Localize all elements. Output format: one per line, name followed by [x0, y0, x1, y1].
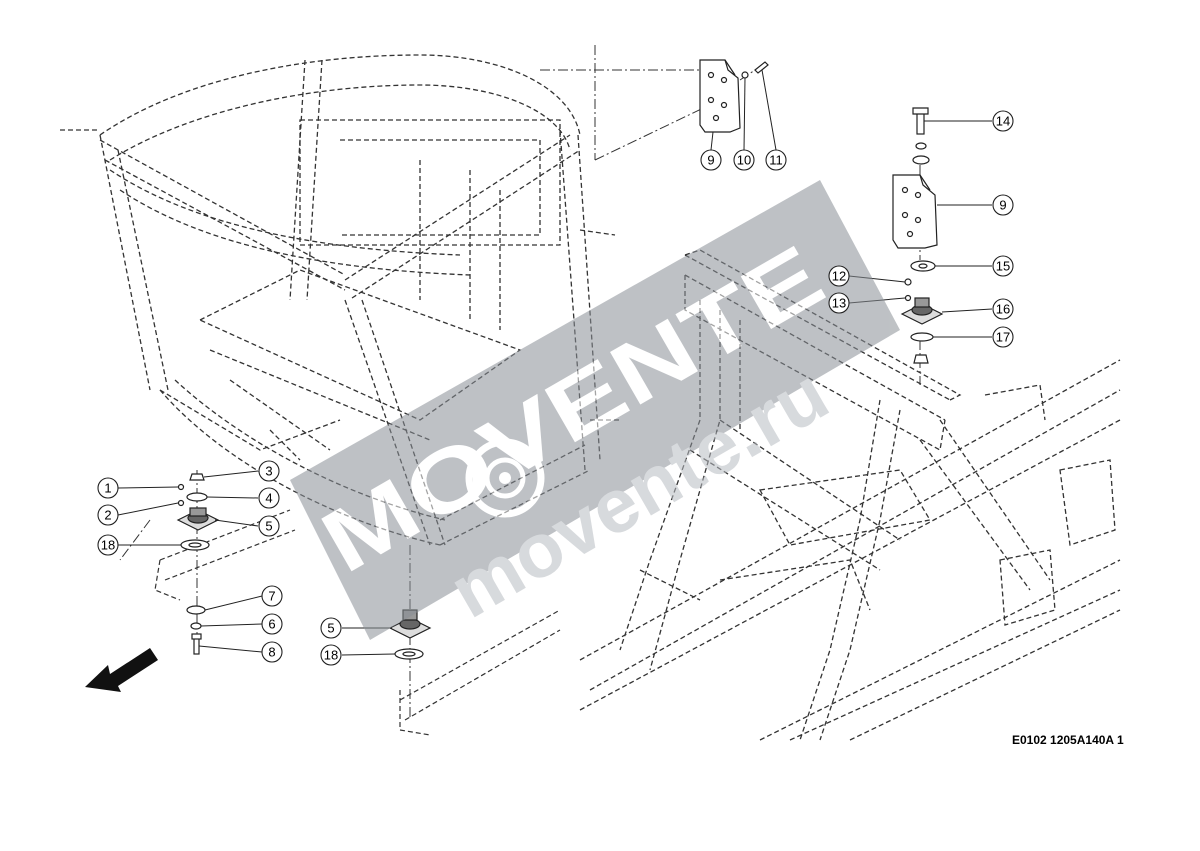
callout-11: 11 — [765, 149, 787, 171]
svg-text:10: 10 — [737, 153, 751, 168]
part-rubber-mount-right — [900, 297, 944, 325]
callout-9-right: 9 — [992, 194, 1014, 216]
part-washer — [186, 492, 208, 502]
watermark: MOVENTE movente.ru — [290, 180, 900, 640]
watermark-logo-icon — [465, 438, 545, 518]
part-fastener — [741, 71, 749, 79]
svg-text:3: 3 — [265, 464, 272, 479]
part-rubber-mount — [176, 507, 220, 531]
svg-text:16: 16 — [996, 302, 1010, 317]
callout-7: 7 — [261, 585, 283, 607]
svg-text:18: 18 — [324, 648, 338, 663]
projection-lines-cab — [119, 45, 721, 720]
part-nut — [189, 473, 205, 481]
part-screw-2 — [904, 278, 912, 286]
front-direction-arrow-icon — [85, 648, 158, 692]
callout-10: 10 — [733, 149, 755, 171]
svg-text:8: 8 — [268, 645, 275, 660]
callout-5-center: 5 — [320, 617, 342, 639]
bracket-top — [699, 59, 769, 133]
svg-text:11: 11 — [769, 153, 783, 168]
part-bracket — [892, 174, 938, 249]
part-washer-3 — [190, 622, 202, 630]
callout-4: 4 — [258, 487, 280, 509]
part-small-screw — [177, 483, 185, 491]
callout-12: 12 — [828, 265, 850, 287]
callout-18: 18 — [97, 534, 119, 556]
callout-15: 15 — [992, 255, 1014, 277]
callout-bubbles: 1 2 3 4 5 18 7 6 8 5 18 9 10 11 14 9 15 … — [97, 110, 1014, 666]
callout-16: 16 — [992, 298, 1014, 320]
callout-9-top: 9 — [700, 149, 722, 171]
callout-6: 6 — [261, 613, 283, 635]
part-washer-2 — [186, 605, 206, 615]
svg-text:4: 4 — [265, 491, 272, 506]
callout-17: 17 — [992, 326, 1014, 348]
svg-text:7: 7 — [268, 589, 275, 604]
right-mount-parts — [892, 107, 944, 364]
left-mount-parts — [176, 473, 220, 655]
svg-text:14: 14 — [996, 114, 1010, 129]
callout-2: 2 — [97, 504, 119, 526]
svg-text:9: 9 — [707, 153, 714, 168]
svg-text:1: 1 — [104, 481, 111, 496]
part-washer-5 — [910, 332, 934, 342]
part-screw — [754, 61, 769, 74]
svg-text:18: 18 — [101, 538, 115, 553]
callout-13: 13 — [828, 292, 850, 314]
svg-text:5: 5 — [327, 621, 334, 636]
svg-text:2: 2 — [104, 508, 111, 523]
callout-5: 5 — [258, 515, 280, 537]
drawing-code: E0102 1205A140A 1 — [1012, 733, 1124, 747]
part-small-screw-2 — [177, 499, 185, 507]
svg-text:15: 15 — [996, 259, 1010, 274]
part-bolt — [193, 637, 200, 655]
callout-18-center: 18 — [320, 644, 342, 666]
svg-text:6: 6 — [268, 617, 275, 632]
part-bolt-long — [916, 111, 925, 135]
callout-8: 8 — [261, 641, 283, 663]
svg-text:17: 17 — [996, 330, 1010, 345]
watermark-band — [290, 180, 900, 640]
part-small-2 — [904, 294, 912, 302]
svg-text:5: 5 — [265, 519, 272, 534]
svg-text:9: 9 — [999, 198, 1006, 213]
callout-1: 1 — [97, 477, 119, 499]
callout-3: 3 — [258, 460, 280, 482]
svg-text:13: 13 — [832, 296, 846, 311]
leader-lines — [117, 69, 993, 656]
callout-14: 14 — [992, 110, 1014, 132]
svg-text:12: 12 — [832, 269, 846, 284]
